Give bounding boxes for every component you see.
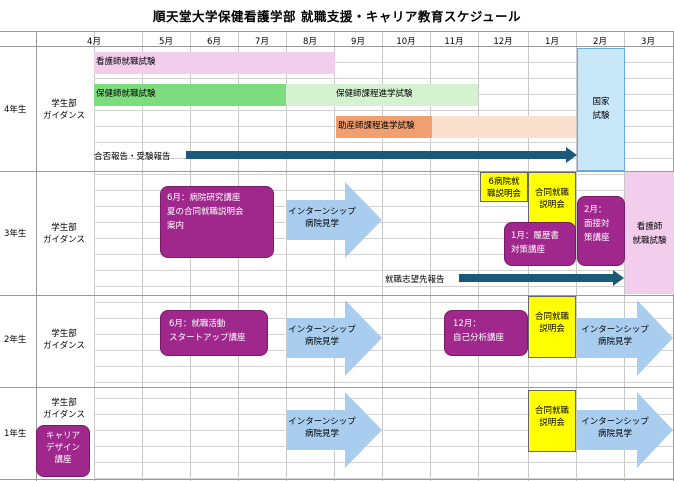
month-label: 10月 [396, 37, 416, 47]
phn-course-exam-bar: 保健師課程進学試験 [286, 84, 478, 106]
year-label-1: 1年生 [4, 429, 27, 439]
grid-minor-line [94, 446, 673, 447]
grid-column-line [142, 31, 143, 481]
internship-label-1: インターンシップ 病院見学 [288, 417, 356, 439]
report-arrow-3 [459, 270, 624, 286]
grid-minor-line [94, 254, 673, 255]
guidance-label-2: 学生部 ガイダンス [43, 329, 85, 351]
grid-row-line [0, 31, 674, 32]
nurse-exam-box-3 [625, 172, 674, 294]
internship-arrow-1 [287, 392, 382, 468]
month-label: 7月 [255, 37, 269, 47]
internship-label-1b: インターンシップ 病院見学 [581, 417, 649, 439]
grid-column-line [382, 31, 383, 481]
grid-column-line [286, 31, 287, 481]
month-label: 3月 [641, 37, 655, 47]
midwife-exam-bar: 助産師課程進学試験 [336, 116, 432, 138]
year-label-2: 2年生 [4, 335, 27, 345]
month-label: 11月 [444, 37, 464, 47]
nurse-exam-label-3: 看護師 就職試験 [632, 222, 667, 246]
nurse-exam-bar-4: 看護師就職試験 [94, 52, 335, 74]
month-label: 1月 [545, 37, 559, 47]
grid-minor-line [94, 174, 673, 175]
month-label: 9月 [351, 37, 365, 47]
page-title: 順天堂大学保健看護学部 就職支援・キャリア教育スケジュール [153, 9, 521, 24]
report-arrow-4 [186, 147, 577, 163]
internship-label-2: インターンシップ 病院見学 [288, 325, 356, 347]
grid-minor-line [94, 110, 673, 111]
year-label-3: 3年生 [4, 229, 27, 239]
grid-minor-line [94, 318, 673, 319]
grid-minor-line [94, 270, 673, 271]
grid-minor-line [94, 398, 673, 399]
dec-event-box-3: 6病院就 職説明会 [480, 172, 528, 202]
grid-column-line [576, 31, 577, 481]
internship-arrow-3 [287, 182, 382, 258]
grid-column-line [36, 31, 37, 481]
phn-exam-bar: 保健師就職試験 [94, 84, 286, 106]
internship-label-2b: インターンシップ 病院見学 [581, 325, 649, 347]
grid-minor-line [94, 462, 673, 463]
grid-column-line [334, 31, 335, 481]
month-label: 2月 [593, 37, 607, 47]
report-label-3: 就職志望先報告 [385, 275, 445, 285]
grid-minor-line [94, 414, 673, 415]
grid-minor-line [94, 302, 673, 303]
grid-row-line [0, 479, 674, 480]
grid-minor-line [94, 478, 673, 479]
month-label: 12月 [493, 37, 513, 47]
grid-column-line [430, 31, 431, 481]
grid-row-line [0, 46, 674, 47]
guidance-label-3: 学生部 ガイダンス [43, 223, 85, 245]
joint-session-box-2: 合同就職 説明会 [528, 296, 576, 358]
midwife-exam-bar-light [432, 116, 576, 138]
grid-minor-line [94, 78, 673, 79]
grid-row-line [0, 171, 674, 172]
month-label: 6月 [207, 37, 221, 47]
grid-minor-line [94, 430, 673, 431]
grid-minor-line [94, 142, 673, 143]
month-label: 4月 [87, 37, 101, 47]
month-label: 8月 [303, 37, 317, 47]
month-label: 5月 [159, 37, 173, 47]
grid-row-line [0, 387, 674, 388]
grid-minor-line [94, 366, 673, 367]
grid-minor-line [94, 382, 673, 383]
feb-event-3: 2月： 面接対 策講座 [577, 196, 625, 266]
guidance-label-4: 学生部 ガイダンス [43, 99, 85, 121]
joint-session-box-1: 合同就職 説明会 [528, 390, 576, 452]
national-exam-label: 国家 試験 [592, 97, 610, 121]
june-event-3: 6月：病院研究講座 夏の合同就職説明会 案内 [160, 186, 274, 258]
guidance-label-1: 学生部 ガイダンス [43, 398, 85, 420]
jan-event-3: 1月：履歴書 対策講座 [504, 222, 576, 266]
grid-column-line [94, 31, 95, 481]
year-label-4: 4年生 [4, 105, 27, 115]
internship-arrow-2b [577, 300, 673, 376]
internship-arrow-2 [287, 300, 382, 376]
national-exam-box [577, 48, 625, 171]
grid-minor-line [94, 62, 673, 63]
internship-label-3: インターンシップ 病院見学 [288, 207, 356, 229]
grid-row-line [0, 295, 674, 296]
grid-minor-line [94, 190, 673, 191]
dec-event-2: 12月： 自己分析講座 [444, 310, 528, 356]
grid-minor-line [94, 286, 673, 287]
grid-minor-line [94, 206, 673, 207]
grid-minor-line [94, 334, 673, 335]
grid-minor-line [94, 238, 673, 239]
grid-minor-line [94, 350, 673, 351]
report-label-4: 合否報告・受験報告 [94, 152, 171, 162]
grid-minor-line [94, 222, 673, 223]
grid-column-line [478, 31, 479, 481]
internship-arrow-1b [577, 392, 673, 468]
june-event-2: 6月：就職活動 スタートアップ講座 [160, 310, 268, 356]
career-design-pill: キャリア デザイン 講座 [36, 425, 90, 477]
